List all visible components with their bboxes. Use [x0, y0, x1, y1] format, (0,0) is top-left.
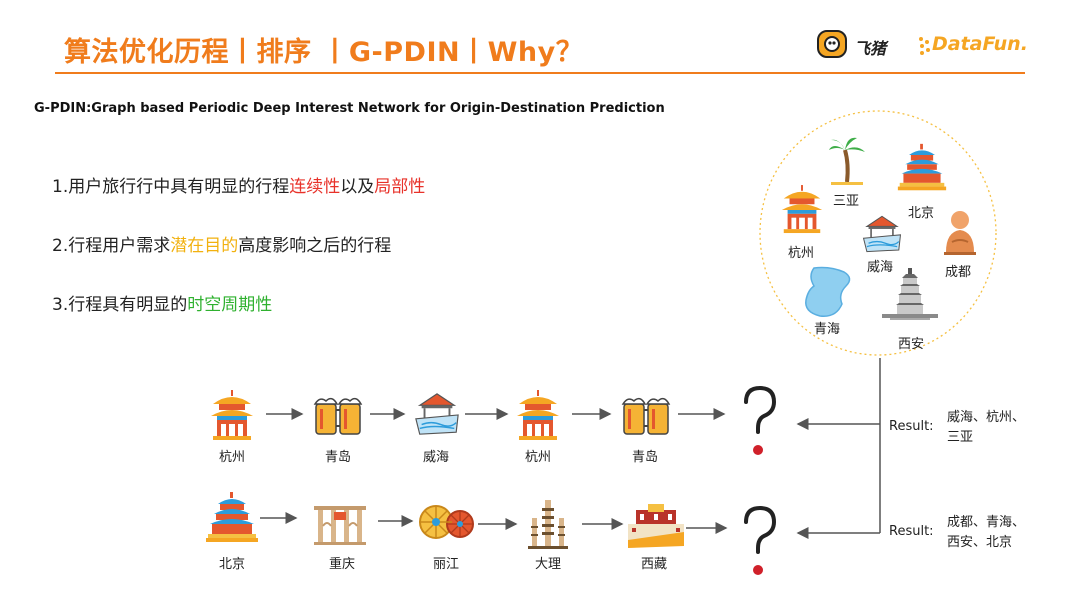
point-2: 2.行程用户需求潜在目的高度影响之后的行程: [52, 231, 391, 256]
temple-of-heaven-icon: [204, 492, 260, 544]
datafun-dots-icon: [919, 37, 930, 55]
datafun-logo: DataFun.: [918, 32, 1028, 60]
datafun-logo-text: DataFun.: [932, 33, 1028, 55]
result-1-line-1: 威海、杭州、: [947, 410, 1026, 425]
circle-city-chengdu: 成都: [945, 265, 972, 280]
page-title: 算法优化历程丨排序 丨G-PDIN丨Why？: [64, 37, 584, 68]
title-divider: [55, 72, 1025, 74]
seaside-pavilion-icon: [412, 390, 462, 438]
circle-city-hangzhou: 杭州: [788, 246, 815, 261]
paper-subtitle: G-PDIN:Graph based Periodic Deep Interes…: [34, 101, 665, 116]
point-1-highlight-locality: 局部性: [374, 177, 426, 197]
sequence-2-arrows: [260, 512, 728, 534]
result-1-values: 威海、杭州、 三亚: [947, 408, 1025, 448]
archway-gate-icon: [312, 500, 368, 546]
point-1: 1.用户旅行行中具有明显的行程连续性以及局部性: [52, 172, 425, 197]
question-mark-icon: [740, 506, 780, 578]
point-2-text: 2.行程用户需求: [52, 236, 171, 256]
seq2-city-2: 重庆: [328, 557, 355, 572]
feizhu-logo-text: 飞猪: [854, 39, 887, 58]
result-2-line-2: 西安、北京: [947, 535, 1013, 550]
seq1-city-3: 威海: [422, 450, 449, 465]
point-3: 3.行程具有明显的时空周期性: [52, 290, 272, 315]
point-2-suffix: 高度影响之后的行程: [238, 236, 392, 256]
point-2-highlight-intent: 潜在目的: [170, 236, 239, 256]
point-3-highlight-periodicity: 时空周期性: [187, 295, 273, 315]
seq1-city-4: 杭州: [524, 450, 551, 465]
three-pagodas-icon: [528, 498, 568, 550]
point-3-text: 3.行程具有明显的: [52, 295, 188, 315]
seq1-city-2: 青岛: [324, 450, 351, 465]
seq2-city-1: 北京: [218, 557, 245, 572]
point-1-highlight-continuity: 连续性: [289, 177, 341, 197]
result-1-label: Result:: [889, 419, 934, 434]
dashed-circle-outline: [759, 110, 997, 356]
feizhu-pig-icon: [817, 30, 847, 58]
point-1-connector: 以及: [340, 177, 375, 197]
result-2-values: 成都、青海、 西安、北京: [947, 513, 1025, 553]
water-wheels-icon: [416, 500, 476, 544]
feizhu-logo: 飞猪: [816, 28, 898, 62]
circle-city-beijing: 北京: [908, 206, 935, 221]
beer-mugs-icon: [310, 392, 366, 440]
seq1-city-1: 杭州: [218, 450, 245, 465]
result-2-line-1: 成都、青海、: [947, 515, 1026, 530]
result-2-label: Result:: [889, 524, 934, 539]
circle-city-qinghai: 青海: [814, 322, 841, 337]
seq2-city-5: 西藏: [640, 557, 667, 572]
beer-mugs-icon: [618, 392, 674, 440]
point-1-text: 1.用户旅行行中具有明显的行程: [52, 177, 290, 197]
circle-city-sanya: 三亚: [833, 194, 860, 209]
seq2-city-4: 大理: [534, 557, 561, 572]
pagoda-icon: [206, 390, 258, 442]
pagoda-icon: [512, 390, 564, 442]
potala-palace-icon: [626, 502, 686, 550]
circle-city-weihai: 威海: [867, 260, 894, 275]
circle-city-xian: 西安: [898, 337, 925, 352]
city-cluster-circle: [759, 110, 997, 356]
result-1-line-2: 三亚: [947, 430, 974, 445]
seq1-city-5: 青岛: [631, 450, 658, 465]
question-mark-icon: [740, 386, 780, 458]
seq2-city-3: 丽江: [432, 557, 459, 572]
